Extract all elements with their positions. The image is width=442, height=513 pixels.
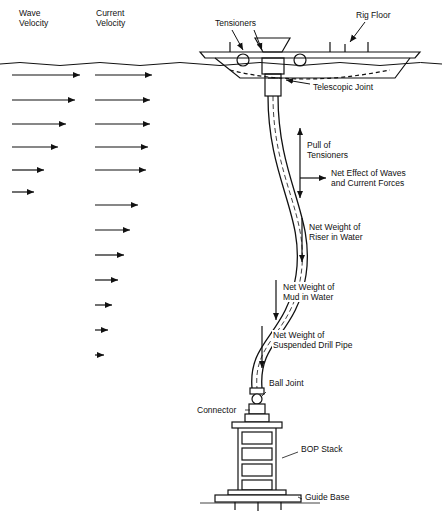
part-label: Telescopic Joint bbox=[312, 82, 374, 92]
part-label: Net Weight of Mud in Water bbox=[282, 282, 354, 302]
part-label: Net Weight of Riser in Water bbox=[308, 222, 370, 242]
velocity-arrows bbox=[12, 75, 152, 355]
part-label: Net Effect of Waves and Current Forces bbox=[330, 168, 422, 188]
part-label: Net Weight of Suspended Drill Pipe bbox=[272, 330, 364, 350]
part-label: Wave Velocity bbox=[18, 8, 60, 28]
part-label: Rig Floor bbox=[355, 10, 391, 20]
part-label: Pull of Tensioners bbox=[306, 140, 368, 160]
part-label: Tensioners bbox=[214, 18, 257, 28]
rig bbox=[200, 38, 420, 96]
part-label: Guide Base bbox=[304, 492, 350, 502]
part-label: Connector bbox=[196, 405, 237, 415]
part-label: Current Velocity bbox=[95, 8, 142, 28]
part-label: BOP Stack bbox=[300, 444, 343, 454]
part-label: Ball Joint bbox=[268, 378, 305, 388]
